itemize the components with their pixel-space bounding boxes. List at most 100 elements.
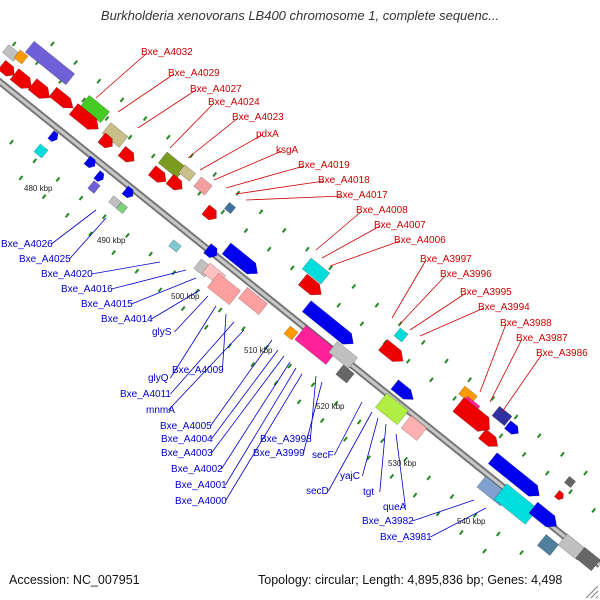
forward-gene-label[interactable]: Bxe_A3997 xyxy=(420,254,472,265)
reverse-gene-label[interactable]: Bxe_A3981 xyxy=(380,532,432,543)
gene-arrow[interactable] xyxy=(165,173,186,193)
resize-corner-icon[interactable] xyxy=(583,583,600,600)
gene-arrow[interactable] xyxy=(301,300,358,350)
reverse-gene-label[interactable]: mnmA xyxy=(146,405,175,416)
forward-gene-label[interactable]: Bxe_A4027 xyxy=(190,84,242,95)
forward-gene-label[interactable]: Bxe_A3986 xyxy=(536,348,588,359)
gene-arrow[interactable] xyxy=(201,204,220,223)
reverse-gene-label[interactable]: queA xyxy=(383,502,407,513)
reverse-gene-label[interactable]: Bxe_A3998 xyxy=(260,434,312,445)
reverse-gene-label[interactable]: secD xyxy=(306,486,329,497)
reverse-gene-label[interactable]: glyS xyxy=(152,327,172,338)
gene-arrow[interactable] xyxy=(27,78,54,104)
gene-arrow[interactable] xyxy=(68,103,103,135)
reverse-gene-label[interactable]: Bxe_A4015 xyxy=(81,299,133,310)
gene-arrow[interactable] xyxy=(390,379,417,404)
reverse-gene-label[interactable]: Bxe_A4009 xyxy=(172,365,224,376)
gene-box[interactable] xyxy=(575,546,600,572)
gene-arrow[interactable] xyxy=(147,165,170,187)
forward-gene-label[interactable]: pdxA xyxy=(256,129,279,140)
reverse-gene-label[interactable]: Bxe_A4002 xyxy=(171,464,223,475)
gene-arrow[interactable] xyxy=(0,59,18,79)
gene-arrow[interactable] xyxy=(487,452,544,502)
forward-gene-label[interactable]: Bxe_A3987 xyxy=(516,333,568,344)
reverse-gene-label[interactable]: Bxe_A4014 xyxy=(101,314,153,325)
gene-arrow[interactable] xyxy=(48,86,77,113)
reverse-gene-label[interactable]: Bxe_A4016 xyxy=(61,284,113,295)
gene-arrow[interactable] xyxy=(47,130,61,144)
gene-box[interactable] xyxy=(87,180,101,194)
reverse-gene-label[interactable]: Bxe_A3982 xyxy=(362,516,414,527)
gene-arrow[interactable] xyxy=(528,501,561,532)
reverse-gene-label[interactable]: secF xyxy=(312,450,334,461)
forward-gene-label[interactable]: ksgA xyxy=(276,145,299,156)
gene-arrow[interactable] xyxy=(452,397,495,436)
gene-box[interactable] xyxy=(328,341,358,369)
gene-features[interactable] xyxy=(0,40,600,572)
gene-box[interactable] xyxy=(400,415,428,441)
reverse-gene-label[interactable]: Bxe_A4001 xyxy=(175,480,227,491)
gene-arrow[interactable] xyxy=(554,490,565,501)
reverse-gene-label[interactable]: Bxe_A4025 xyxy=(19,254,71,265)
gene-box[interactable] xyxy=(393,327,409,343)
forward-gene-label[interactable]: Bxe_A3995 xyxy=(460,287,512,298)
forward-gene-label[interactable]: Bxe_A4029 xyxy=(168,68,220,79)
forward-gene-label[interactable]: Bxe_A4019 xyxy=(298,160,350,171)
gene-box[interactable] xyxy=(193,176,213,196)
forward-gene-label[interactable]: Bxe_A4006 xyxy=(394,235,446,246)
forward-gene-label[interactable]: Bxe_A4032 xyxy=(141,47,193,58)
reverse-gene-label[interactable]: Bxe_A4003 xyxy=(161,448,213,459)
gene-box[interactable] xyxy=(13,49,29,65)
gene-box[interactable] xyxy=(301,257,331,285)
reverse-gene-label[interactable]: Bxe_A4005 xyxy=(160,421,212,432)
gene-arrow[interactable] xyxy=(504,420,521,438)
reverse-gene-label[interactable]: Bxe_A4011 xyxy=(120,389,171,400)
gene-box[interactable] xyxy=(178,164,196,182)
gene-arrow[interactable] xyxy=(297,273,325,300)
gene-arrow[interactable] xyxy=(121,185,136,200)
gene-box[interactable] xyxy=(25,40,75,86)
gene-arrow[interactable] xyxy=(378,339,407,366)
gene-arrow[interactable] xyxy=(97,132,116,151)
reverse-gene-label[interactable]: tgt xyxy=(363,487,374,498)
gene-arrow[interactable] xyxy=(478,428,501,451)
gene-box[interactable] xyxy=(491,405,513,427)
gene-box[interactable] xyxy=(375,392,409,426)
gene-box[interactable] xyxy=(33,143,49,159)
gene-box[interactable] xyxy=(207,272,241,306)
forward-gene-label[interactable]: Bxe_A4023 xyxy=(232,112,284,123)
gene-arrow[interactable] xyxy=(9,68,36,94)
gene-arrow[interactable] xyxy=(93,170,107,184)
forward-gene-label[interactable]: Bxe_A3994 xyxy=(478,302,530,313)
reverse-gene-label[interactable]: Bxe_A4004 xyxy=(161,434,213,445)
gene-box[interactable] xyxy=(108,195,122,209)
gene-arrow[interactable] xyxy=(221,242,262,279)
gene-arrow[interactable] xyxy=(203,243,221,261)
gene-box[interactable] xyxy=(335,364,355,384)
gene-arrow[interactable] xyxy=(83,155,98,170)
forward-gene-label[interactable]: Bxe_A4024 xyxy=(208,97,260,108)
forward-gene-label[interactable]: Bxe_A4008 xyxy=(356,205,408,216)
forward-gene-label[interactable]: Bxe_A4017 xyxy=(336,190,388,201)
gene-box[interactable] xyxy=(238,287,268,315)
reverse-gene-label[interactable]: yajC xyxy=(340,471,360,482)
reverse-gene-label[interactable]: glyQ xyxy=(148,373,169,384)
forward-gene-label[interactable]: Bxe_A3988 xyxy=(500,318,552,329)
reverse-gene-label[interactable]: Bxe_A4000 xyxy=(175,496,227,507)
gene-arrow[interactable] xyxy=(117,145,138,165)
gene-box[interactable] xyxy=(537,534,559,556)
forward-gene-label[interactable]: Bxe_A4007 xyxy=(374,220,426,231)
reverse-gene-label[interactable]: Bxe_A3999 xyxy=(253,448,305,459)
gene-box[interactable] xyxy=(116,202,128,214)
forward-gene-label[interactable]: Bxe_A3996 xyxy=(440,269,492,280)
forward-gene-label[interactable]: Bxe_A4018 xyxy=(318,175,370,186)
reverse-gene-label[interactable]: Bxe_A4020 xyxy=(41,269,93,280)
gene-box[interactable] xyxy=(294,325,338,365)
gene-box[interactable] xyxy=(283,325,299,341)
reverse-gene-label[interactable]: Bxe_A4026 xyxy=(1,239,53,250)
gene-box[interactable] xyxy=(493,483,539,525)
gene-box[interactable] xyxy=(168,239,182,253)
gene-box[interactable] xyxy=(224,202,236,214)
gene-box[interactable] xyxy=(564,476,576,488)
